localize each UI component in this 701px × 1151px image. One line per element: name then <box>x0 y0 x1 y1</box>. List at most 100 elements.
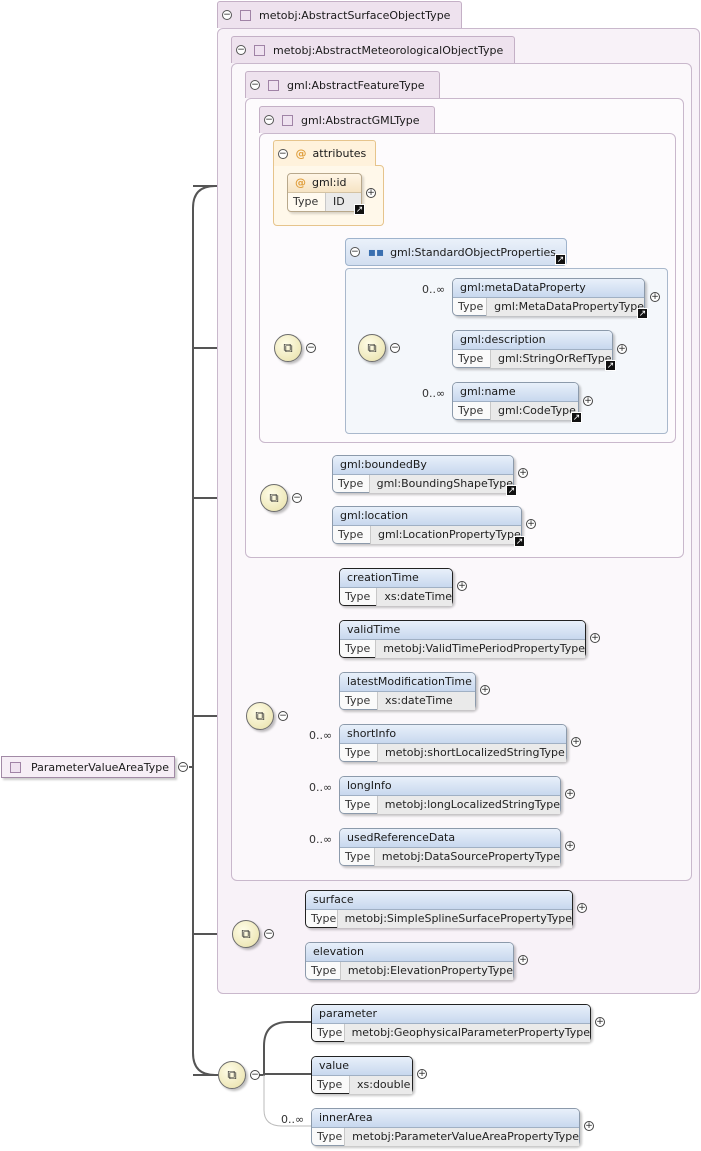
sequence-compositor-icon[interactable]: ⧉ <box>358 334 386 362</box>
type-value: metobj:ValidTimePeriodPropertyType <box>376 640 585 658</box>
type-header-surface-object[interactable]: − metobj:AbstractSurfaceObjectType <box>217 1 462 28</box>
expand-icon[interactable]: + <box>565 789 575 799</box>
type-value: gml:LocationPropertyType <box>371 526 521 544</box>
type-header-meteorological-object[interactable]: − metobj:AbstractMeteorologicalObjectTyp… <box>231 36 515 63</box>
element-name: creationTime <box>340 569 452 588</box>
expand-icon[interactable]: + <box>590 633 600 643</box>
sequence-compositor-icon[interactable]: ⧉ <box>246 702 274 730</box>
collapse-icon[interactable]: − <box>222 10 232 20</box>
expand-icon[interactable]: + <box>366 188 376 198</box>
expand-icon[interactable]: + <box>526 519 536 529</box>
expand-icon[interactable]: + <box>571 737 581 747</box>
group-header-standard-object-properties[interactable]: − ▪▪ gml:StandardObjectProperties ↗ <box>345 238 567 266</box>
element-name: surface <box>306 891 572 910</box>
type-key: Type <box>333 475 370 493</box>
complex-type-icon <box>268 79 279 91</box>
expand-icon[interactable]: + <box>480 685 490 695</box>
type-value: metobj:longLocalizedStringType <box>377 796 560 814</box>
type-header-feature[interactable]: − gml:AbstractFeatureType <box>245 71 440 98</box>
type-value: gml:MetaDataPropertyType <box>487 298 644 316</box>
jump-to-group-icon[interactable]: ↗ <box>555 254 566 265</box>
collapse-icon[interactable]: − <box>236 45 246 55</box>
type-value: xs:double <box>350 1076 412 1094</box>
collapse-icon[interactable]: − <box>306 343 316 353</box>
type-value: metobj:GeophysicalParameterPropertyType <box>344 1024 590 1042</box>
jump-to-type-icon[interactable]: ↗ <box>637 308 648 319</box>
sequence-compositor-icon[interactable]: ⧉ <box>274 334 302 362</box>
collapse-icon[interactable]: − <box>264 929 274 939</box>
expand-icon[interactable]: + <box>518 468 528 478</box>
type-value: metobj:ElevationPropertyType <box>340 962 513 980</box>
root-type-parametervalueareatype[interactable]: ParameterValueAreaType <box>1 756 175 778</box>
expand-icon[interactable]: + <box>417 1069 427 1079</box>
collapse-icon[interactable]: − <box>278 148 288 159</box>
complex-type-icon <box>282 114 293 126</box>
element-name: latestModificationTime <box>340 673 475 692</box>
expand-icon[interactable]: + <box>565 841 575 851</box>
attributes-title: attributes <box>312 147 367 160</box>
element-name: gml:boundedBy <box>333 456 513 475</box>
expand-icon[interactable]: + <box>577 903 587 913</box>
collapse-icon[interactable]: − <box>250 80 260 90</box>
jump-to-type-icon[interactable]: ↗ <box>605 360 616 371</box>
expand-icon[interactable]: + <box>617 344 627 354</box>
jump-to-type-icon[interactable]: ↗ <box>354 204 365 215</box>
type-header-gml[interactable]: − gml:AbstractGMLType <box>259 106 435 133</box>
type-key: Type <box>312 1024 345 1042</box>
jump-to-type-icon[interactable]: ↗ <box>506 485 517 496</box>
sequence-compositor-icon[interactable]: ⧉ <box>218 1061 246 1089</box>
attribute-name: gml:id <box>312 176 347 189</box>
type-value: metobj:shortLocalizedStringType <box>378 744 566 762</box>
collapse-icon[interactable]: − <box>178 762 188 772</box>
type-name: metobj:AbstractSurfaceObjectType <box>259 8 451 22</box>
collapse-icon[interactable]: − <box>250 1070 260 1080</box>
element-name: validTime <box>340 621 585 640</box>
jump-to-type-icon[interactable]: ↗ <box>514 536 525 547</box>
collapse-icon[interactable]: − <box>292 493 302 503</box>
sequence-compositor-icon[interactable]: ⧉ <box>232 920 260 948</box>
type-key: Type <box>312 1128 346 1146</box>
type-key: Type <box>288 193 326 211</box>
collapse-icon[interactable]: − <box>350 247 360 257</box>
expand-icon[interactable]: + <box>518 955 528 965</box>
expand-icon[interactable]: + <box>584 1121 594 1131</box>
occurrence-label: 0..∞ <box>281 1113 305 1126</box>
expand-icon[interactable]: + <box>583 396 593 406</box>
type-key: Type <box>306 962 341 980</box>
jump-to-type-icon[interactable]: ↗ <box>571 412 582 423</box>
attribute-icon: @ <box>295 147 307 160</box>
collapse-icon[interactable]: − <box>390 343 400 353</box>
type-value: xs:dateTime <box>378 692 475 710</box>
type-value: xs:dateTime <box>377 588 452 606</box>
type-value: gml:CodeType <box>491 402 578 420</box>
type-value: metobj:DataSourcePropertyType <box>374 848 560 866</box>
element-name: shortInfo <box>340 725 566 744</box>
sequence-compositor-icon[interactable]: ⧉ <box>260 484 288 512</box>
attributes-header[interactable]: − @ attributes <box>273 140 376 166</box>
collapse-icon[interactable]: − <box>278 711 288 721</box>
collapse-icon[interactable]: − <box>264 115 274 125</box>
type-key: Type <box>340 796 378 814</box>
expand-icon[interactable]: + <box>457 581 467 591</box>
expand-icon[interactable]: + <box>595 1017 605 1027</box>
type-key: Type <box>333 526 371 544</box>
expand-icon[interactable]: + <box>650 292 660 302</box>
type-key: Type <box>453 350 491 368</box>
